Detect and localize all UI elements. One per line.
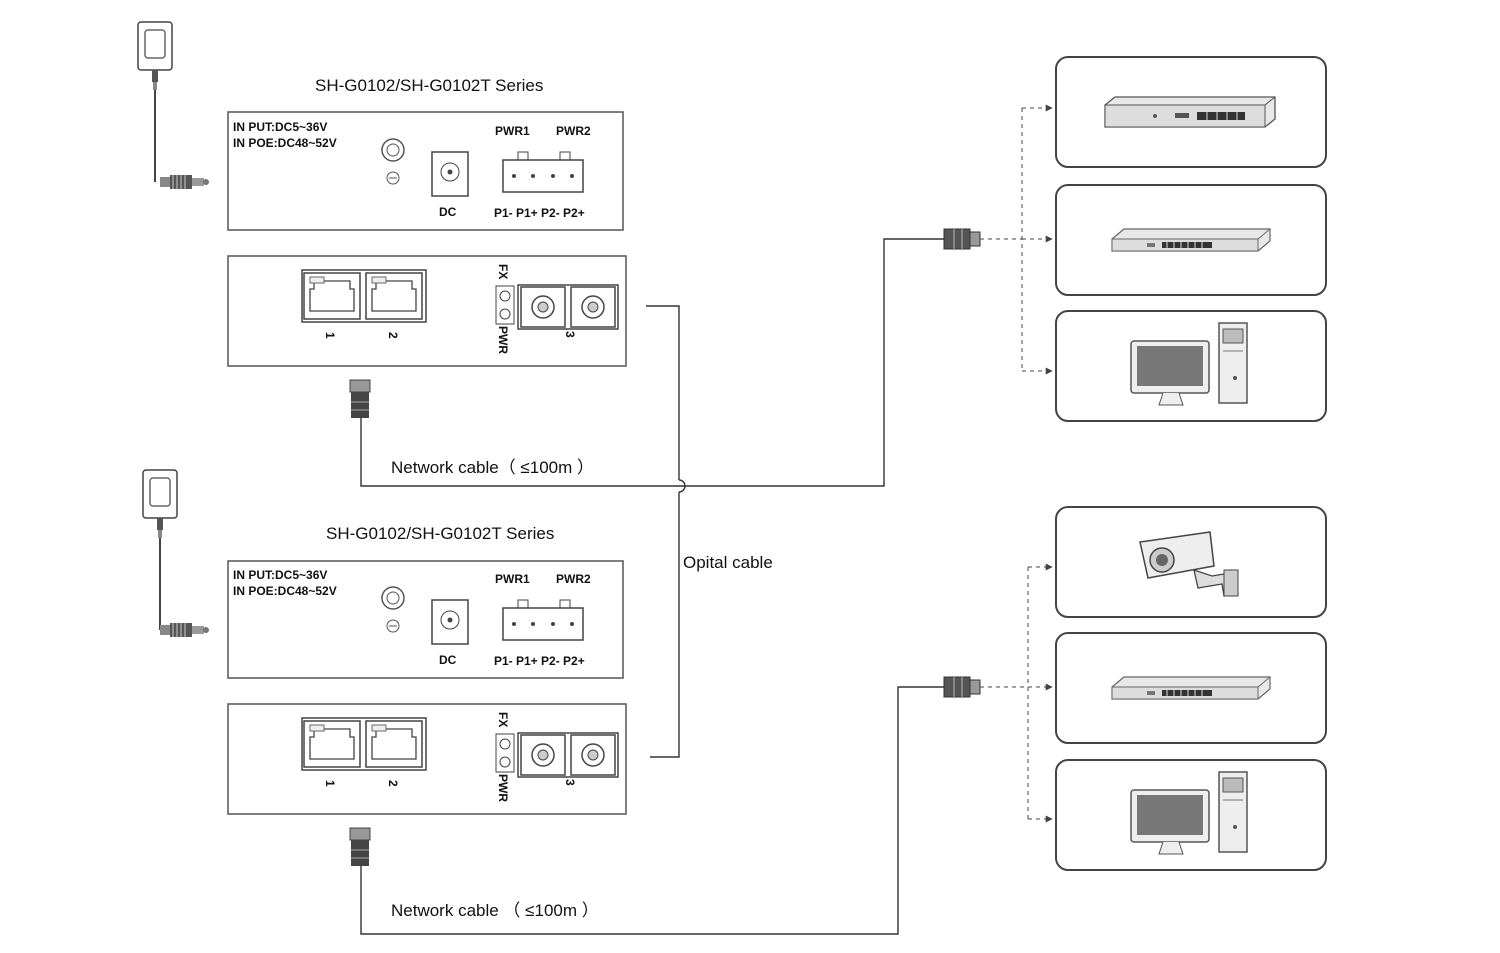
ground-screw-icon — [381, 586, 405, 610]
ground-screw-icon — [381, 138, 405, 162]
dc-plug-icon — [159, 622, 210, 638]
dc-plug-icon — [159, 174, 210, 190]
input-poe-label: IN POE:DC48~52V — [233, 136, 337, 150]
bottom-device-group — [980, 506, 1327, 871]
fx-led-icon — [499, 290, 511, 302]
pwr1-label: PWR1 — [495, 124, 530, 138]
fx-label: FX — [496, 712, 510, 727]
network-cable-line — [360, 686, 944, 935]
rj45-port-2-icon — [365, 720, 423, 768]
network-cable-line — [360, 238, 944, 487]
pwr-led-icon — [499, 308, 511, 320]
rj45-port-1-icon — [303, 720, 361, 768]
port1-label: 1 — [323, 780, 337, 787]
rj45-connector-right-icon — [943, 228, 981, 250]
terminal-block-icon — [502, 151, 584, 193]
pwr1-label: PWR1 — [495, 572, 530, 586]
optical-cable: Opital cable — [646, 305, 773, 758]
rj45-connector-icon — [349, 379, 371, 419]
pwr-led-label: PWR — [496, 326, 510, 354]
series-title: SH-G0102/SH-G0102T Series — [326, 524, 554, 543]
port3-label: 3 — [563, 331, 577, 338]
series-title: SH-G0102/SH-G0102T Series — [315, 76, 543, 95]
fx-led-icon — [499, 738, 511, 750]
rj45-port-2-icon — [365, 272, 423, 320]
port2-label: 2 — [386, 332, 400, 339]
pwr2-label: PWR2 — [556, 572, 591, 586]
pwr-led-icon — [499, 756, 511, 768]
sc-fiber-port-b-icon — [570, 286, 616, 328]
sc-fiber-port-b-icon — [570, 734, 616, 776]
optical-cable-label: Opital cable — [683, 553, 773, 572]
router-icon — [1104, 96, 1276, 128]
sc-fiber-port-a-icon — [520, 734, 566, 776]
port3-label: 3 — [563, 779, 577, 786]
sc-fiber-port-a-icon — [520, 286, 566, 328]
terminal-block-icon — [502, 599, 584, 641]
top-device-group — [980, 56, 1327, 422]
terminal-label: P1- P1+ P2- P2+ — [494, 654, 585, 668]
switch-icon — [1111, 676, 1271, 700]
network-cable-label: Network cable（ ≤100m ） — [391, 458, 594, 477]
port1-label: 1 — [323, 332, 337, 339]
input-put-label: IN PUT:DC5~36V — [233, 120, 327, 134]
network-cable-label: Network cable （ ≤100m ） — [391, 901, 599, 920]
input-poe-label: IN POE:DC48~52V — [233, 584, 337, 598]
input-put-label: IN PUT:DC5~36V — [233, 568, 327, 582]
power-adapter-icon — [142, 469, 178, 539]
rj45-connector-icon — [349, 827, 371, 867]
unit-2: SH-G0102/SH-G0102T Series IN PUT:DC5~36V… — [142, 469, 981, 935]
terminal-label: P1- P1+ P2- P2+ — [494, 206, 585, 220]
rj45-connector-right-icon — [943, 676, 981, 698]
dc-label: DC — [439, 653, 457, 667]
switch-icon — [1111, 228, 1271, 252]
pwr2-label: PWR2 — [556, 124, 591, 138]
power-adapter-icon — [137, 21, 173, 91]
port2-label: 2 — [386, 780, 400, 787]
unit-1: SH-G0102/SH-G0102T Series IN PUT:DC5~36V… — [137, 21, 981, 487]
rj45-port-1-icon — [303, 272, 361, 320]
dc-label: DC — [439, 205, 457, 219]
pwr-led-label: PWR — [496, 774, 510, 802]
fx-label: FX — [496, 264, 510, 279]
